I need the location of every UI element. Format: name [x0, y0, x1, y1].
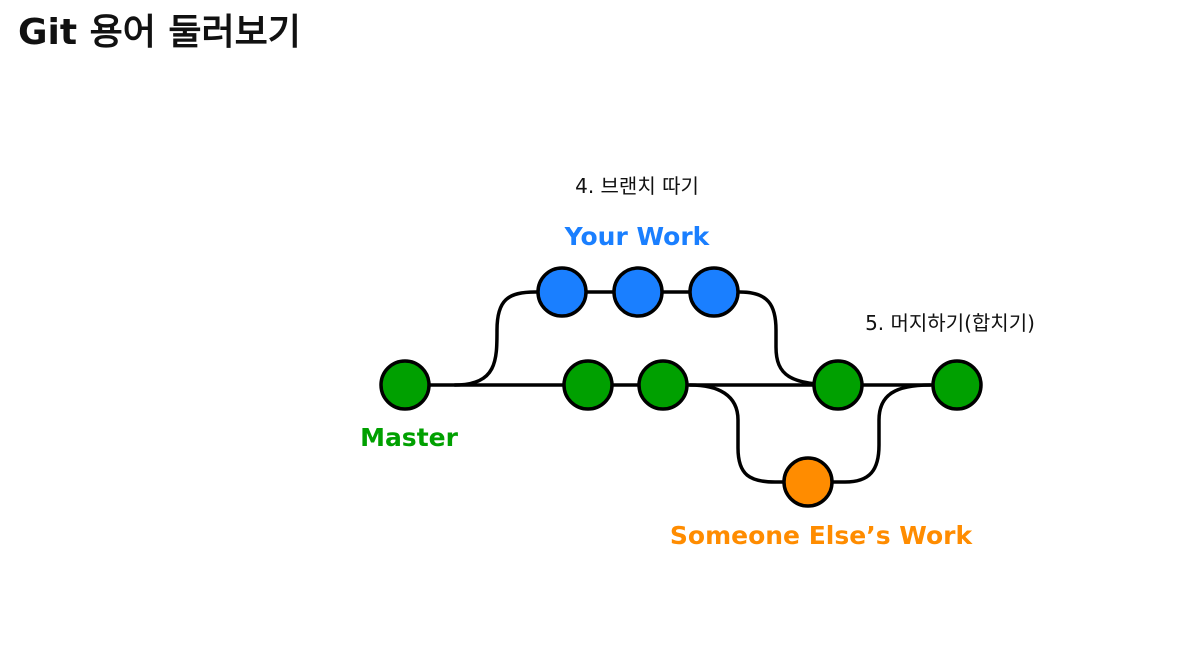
master-commit-5 — [931, 359, 983, 411]
master-commit-1 — [379, 359, 431, 411]
master-merge-commit — [812, 359, 864, 411]
your-work-commit-3 — [688, 266, 740, 318]
your-work-commit-1 — [536, 266, 588, 318]
master-commit-2 — [562, 359, 614, 411]
page-title: Git 용어 둘러보기 — [18, 12, 301, 53]
someone-else-label: Someone Else’s Work — [670, 521, 974, 550]
your-work-branch-line — [453, 290, 840, 387]
your-work-label: Your Work — [564, 222, 711, 251]
merge-step-label: 5. 머지하기(합치기) — [865, 311, 1035, 335]
master-commit-3 — [637, 359, 689, 411]
someone-else-commit-1 — [782, 456, 834, 508]
master-label: Master — [360, 423, 459, 452]
branch-step-label: 4. 브랜치 따기 — [575, 174, 699, 198]
your-work-commit-2 — [612, 266, 664, 318]
